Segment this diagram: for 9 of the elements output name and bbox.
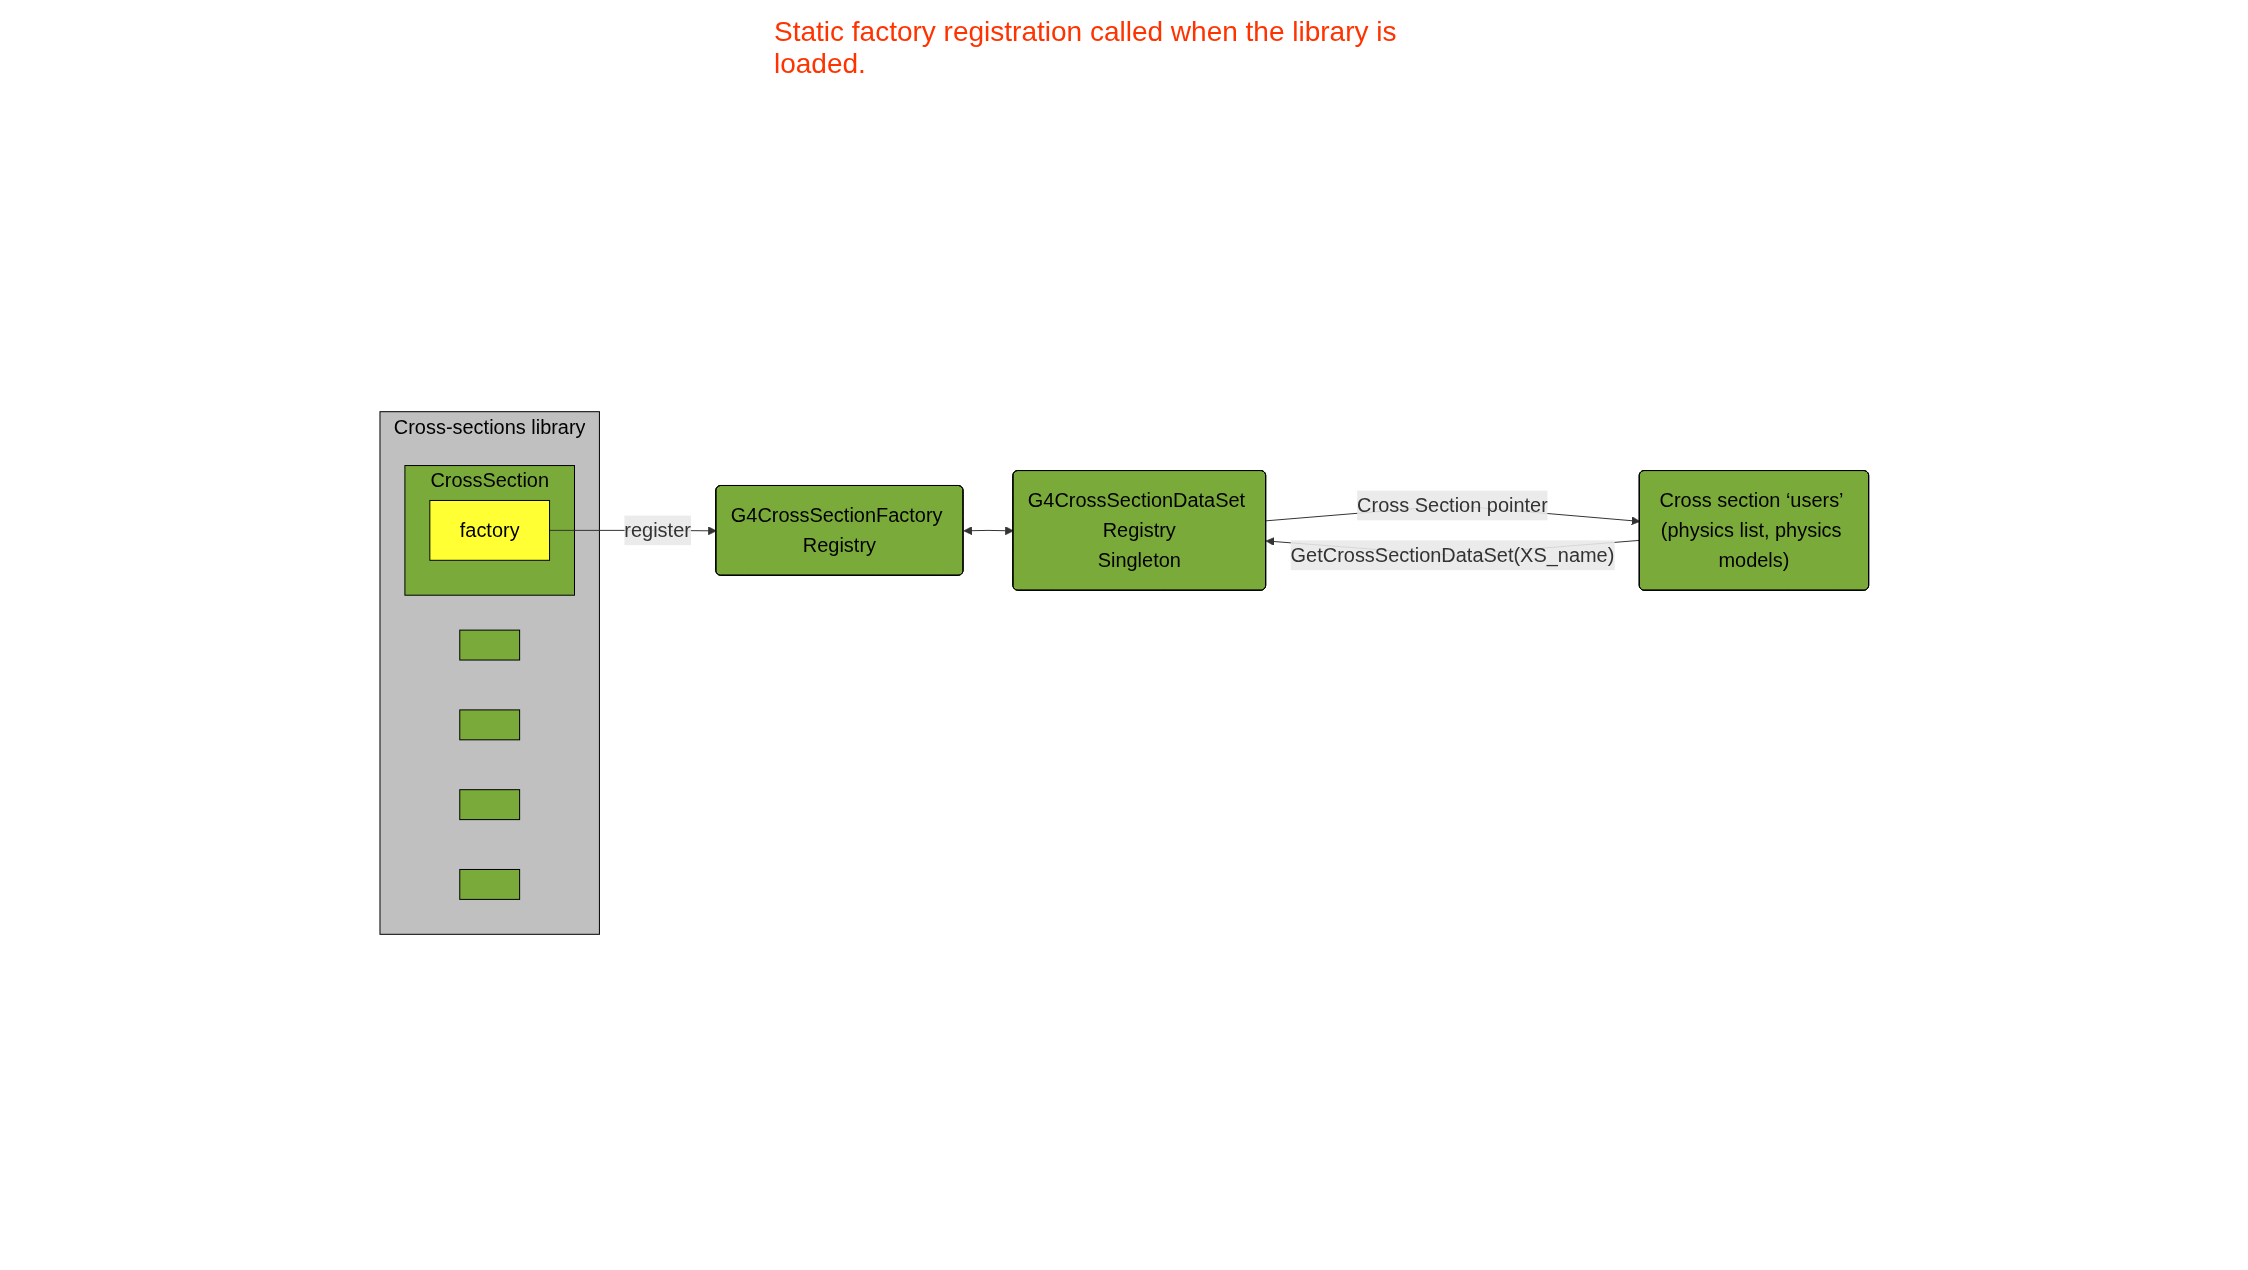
node-box: factory	[429, 499, 550, 561]
edge-label: register	[624, 519, 691, 542]
node-box	[458, 869, 520, 900]
node-box	[458, 629, 520, 661]
edge-label: GetCrossSectionDataSet(XS_name)	[1290, 544, 1615, 567]
annotation-note: Static factory registration called when the library is loaded.	[774, 16, 1398, 80]
node-box	[458, 709, 520, 741]
node-box	[458, 789, 520, 821]
edge-label: Cross Section pointer	[1356, 494, 1548, 517]
